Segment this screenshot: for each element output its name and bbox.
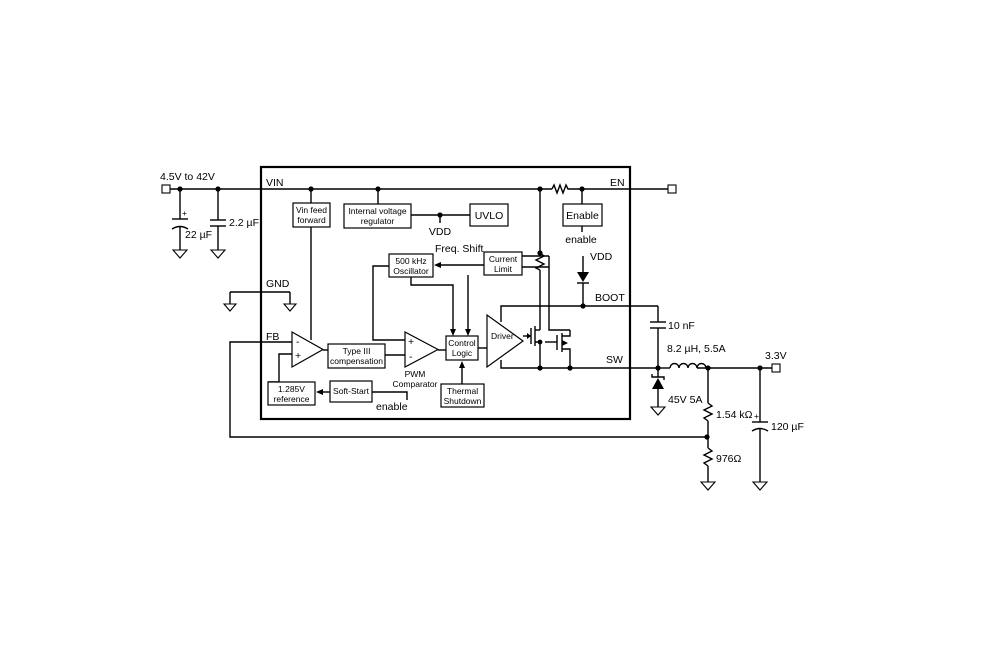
vin-feed-forward-block bbox=[292, 202, 331, 228]
input-cap-22uF: + 22 µF bbox=[171, 189, 212, 259]
cout-plus-sign: + bbox=[754, 411, 759, 421]
ea-plus: + bbox=[295, 350, 301, 362]
ctrl-text-1: Control bbox=[448, 338, 476, 348]
vout-terminal bbox=[771, 363, 781, 373]
c-in2-label: 2.2 µF bbox=[229, 217, 259, 229]
thermal-text-2: Shutdown bbox=[444, 396, 482, 406]
freq-shift-label: Freq. Shift bbox=[435, 243, 484, 255]
pin-en-label: EN bbox=[610, 177, 625, 189]
gnd-symbols bbox=[222, 291, 298, 312]
boot-capacitor: 10 nF bbox=[650, 306, 695, 368]
vdd-ivr-label: VDD bbox=[429, 226, 452, 238]
r-top-label: 1.54 kΩ bbox=[716, 409, 753, 421]
en-resistor bbox=[551, 183, 570, 195]
ivr-text-1: Internal voltage bbox=[348, 206, 406, 216]
pin-sw-label: SW bbox=[606, 354, 623, 366]
input-cap-2p2uF: 2.2 µF bbox=[209, 189, 259, 259]
enable-ss-label: enable bbox=[376, 401, 408, 413]
error-amplifier: - + bbox=[291, 330, 325, 369]
diode-label: 45V 5A bbox=[668, 394, 702, 406]
output-capacitor: + 120 µF bbox=[751, 368, 804, 491]
osc-text-1: 500 kHz bbox=[395, 256, 426, 266]
cl-text-2: Limit bbox=[494, 264, 513, 274]
driver-text: Driver bbox=[491, 331, 514, 341]
reference-block bbox=[267, 381, 316, 406]
ctrl-text-2: Logic bbox=[452, 348, 473, 358]
current-limit-block bbox=[483, 251, 523, 276]
osc-text-2: Oscillator bbox=[393, 266, 429, 276]
schottky-diode: 45V 5A bbox=[649, 368, 702, 416]
internal-voltage-regulator-block bbox=[343, 203, 412, 229]
ref-text-2: reference bbox=[274, 394, 310, 404]
mosfet-switch bbox=[523, 267, 573, 371]
c-boot-label: 10 nF bbox=[668, 320, 695, 332]
vout-label: 3.3V bbox=[765, 350, 787, 362]
feedback-resistor-top: 1.54 kΩ bbox=[702, 368, 753, 448]
gate-driver: Driver bbox=[486, 313, 525, 369]
typeiii-text-1: Type III bbox=[343, 346, 371, 356]
vin-ff-text-2: forward bbox=[297, 215, 326, 225]
vdd-boot-label: VDD bbox=[590, 251, 613, 263]
pin-gnd-label: GND bbox=[266, 278, 290, 290]
r-bot-label: 976Ω bbox=[716, 453, 742, 465]
uvlo-text: UVLO bbox=[475, 210, 504, 222]
uvlo-block bbox=[469, 203, 509, 227]
ic-outline bbox=[259, 165, 632, 421]
ref-text-1: 1.285V bbox=[278, 384, 305, 394]
en-terminal bbox=[667, 184, 677, 194]
pwm-label-1: PWM bbox=[405, 369, 426, 379]
pwm-label-2: Comparator bbox=[393, 379, 438, 389]
feedback-resistor-bottom: 976Ω bbox=[699, 447, 742, 491]
enable-out-label: enable bbox=[565, 234, 597, 246]
vin-ff-text-1: Vin feed bbox=[296, 205, 327, 215]
c-in1-label: 22 µF bbox=[185, 229, 212, 241]
pwm-minus: - bbox=[409, 351, 413, 363]
cl-text-1: Current bbox=[489, 254, 518, 264]
c-out-label: 120 µF bbox=[771, 421, 804, 433]
ea-minus: - bbox=[296, 336, 300, 348]
softstart-text: Soft-Start bbox=[333, 386, 370, 396]
enable-text: Enable bbox=[566, 210, 599, 222]
type-iii-compensation-block bbox=[327, 343, 386, 369]
pwm-comparator: + - bbox=[404, 331, 440, 368]
inductor: 8.2 µH, 5.5A bbox=[658, 343, 726, 369]
pin-fb-label: FB bbox=[266, 331, 279, 343]
pin-boot-label: BOOT bbox=[595, 292, 625, 304]
inductor-label: 8.2 µH, 5.5A bbox=[667, 343, 726, 355]
ivr-text-2: regulator bbox=[361, 216, 395, 226]
cap-plus-sign: + bbox=[182, 208, 187, 218]
typeiii-text-2: compensation bbox=[330, 356, 383, 366]
pwm-plus: + bbox=[408, 336, 414, 348]
pin-vin-label: VIN bbox=[266, 177, 284, 189]
vin-range-label: 4.5V to 42V bbox=[160, 171, 215, 183]
thermal-text-1: Thermal bbox=[447, 386, 478, 396]
